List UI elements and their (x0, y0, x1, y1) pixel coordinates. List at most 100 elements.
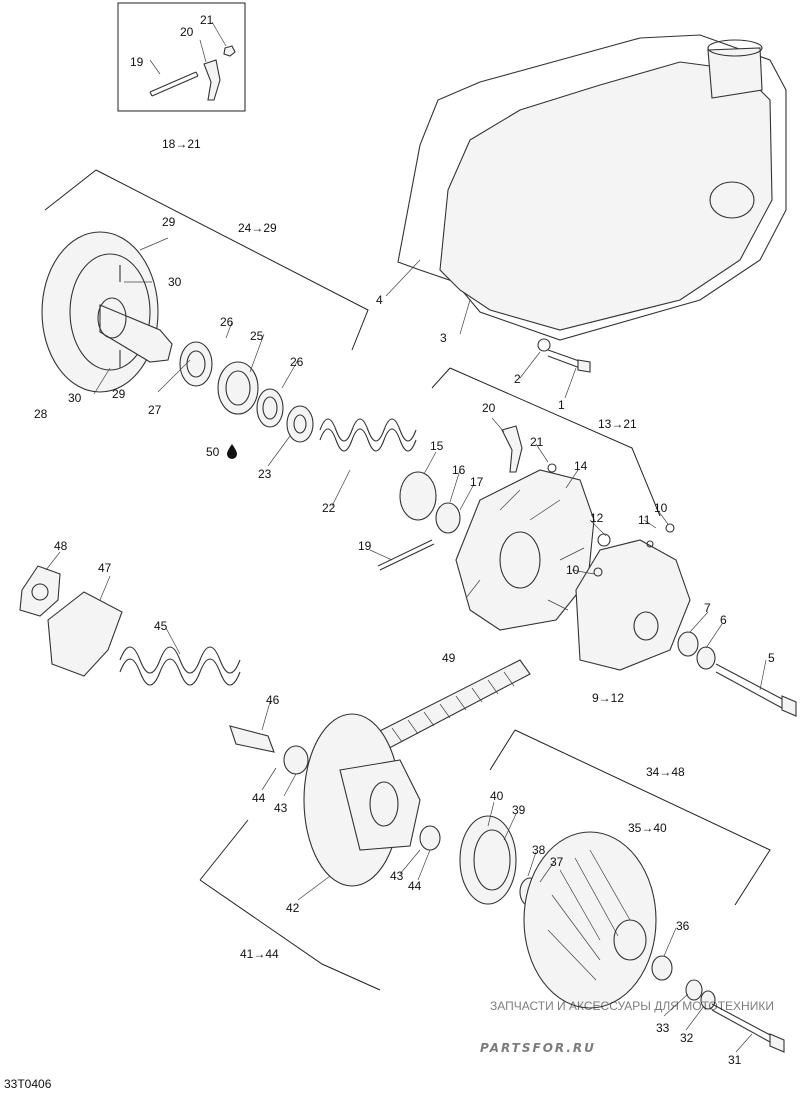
callout-21-top: 21 (200, 13, 214, 27)
part-spring-22 (319, 418, 417, 442)
group-bracket-24-29 (44, 169, 369, 351)
part-ring-23 (286, 405, 314, 443)
callout-25: 25 (250, 329, 264, 343)
callout-19-mid: 19 (358, 539, 372, 553)
callout-26a: 26 (220, 315, 234, 329)
part-washer-7 (677, 631, 699, 657)
group-box-18-21 (117, 2, 246, 112)
watermark-brand: PARTSFOR.RU (480, 1041, 596, 1055)
group-bracket-41-44 (199, 819, 381, 991)
part-bearing-27 (179, 341, 213, 387)
part-pin-top (149, 71, 199, 97)
callout-40: 40 (490, 789, 504, 803)
part-bearing-26b (256, 388, 284, 428)
part-nut-top (223, 45, 236, 57)
group-label-41-44: 41→44 (240, 947, 279, 961)
callout-4: 4 (376, 293, 383, 307)
callout-26b: 26 (290, 355, 304, 369)
callout-10b: 10 (566, 563, 580, 577)
callout-43b: 43 (390, 869, 404, 883)
part-washer-36 (651, 955, 673, 981)
callout-11: 11 (638, 513, 651, 527)
part-cover-gasket (397, 34, 787, 341)
group-bracket-13-21 (431, 367, 661, 517)
callout-7: 7 (704, 601, 711, 615)
callout-20-mid: 20 (482, 401, 496, 415)
part-spring-45 (119, 646, 241, 674)
callout-43a: 43 (274, 801, 288, 815)
part-cam-48 (19, 565, 61, 617)
callout-10a: 10 (654, 501, 668, 515)
part-lever-20-mid (501, 425, 523, 473)
watermark-tagline: ЗАПЧАСТИ И АКСЕССУАРЫ ДЛЯ МОТОТЕХНИКИ (490, 999, 774, 1013)
part-bushing-43b (419, 825, 441, 851)
callout-23: 23 (258, 467, 272, 481)
part-cam-39 (459, 815, 517, 905)
part-movable-secondary-sheave (523, 831, 657, 1009)
callout-29b: 29 (112, 387, 126, 401)
part-washer-33 (685, 979, 703, 1001)
callout-labels: 18→21 24→29 13→21 9→12 34→48 35→40 41→44… (4, 13, 775, 1091)
part-movable-sheave (455, 469, 595, 631)
callout-17: 17 (470, 475, 484, 489)
callout-28: 28 (34, 407, 48, 421)
callout-2: 2 (514, 372, 521, 386)
parts-artwork (19, 2, 797, 1053)
callout-30b: 30 (68, 391, 82, 405)
part-cam-47 (47, 591, 123, 677)
part-bolt-31 (711, 1003, 773, 1043)
callout-45: 45 (154, 619, 168, 633)
part-fixed-sheave-shaft (99, 304, 173, 363)
callout-29a: 29 (162, 215, 176, 229)
callout-1: 1 (558, 398, 565, 412)
callout-31: 31 (728, 1053, 742, 1067)
part-shaft-46 (229, 725, 275, 753)
callout-36: 36 (676, 919, 690, 933)
part-ring-16 (435, 502, 461, 534)
part-bushing-44 (283, 745, 309, 775)
group-label-34-48: 34→48 (646, 765, 685, 779)
callout-38: 38 (532, 843, 546, 857)
group-label-18-21: 18→21 (162, 137, 201, 151)
diagram-code: 33T0406 (4, 1077, 52, 1091)
part-cover-neck (707, 47, 763, 99)
callout-49: 49 (442, 651, 456, 665)
group-label-13-21: 13→21 (598, 417, 637, 431)
callout-42: 42 (286, 901, 300, 915)
callout-48: 48 (54, 539, 68, 553)
part-cover (439, 61, 773, 331)
part-washer-6 (696, 646, 716, 670)
callout-15: 15 (430, 439, 444, 453)
callout-21-mid: 21 (530, 435, 544, 449)
callout-14: 14 (574, 459, 588, 473)
part-governor-cup (575, 539, 691, 671)
drop-icon (227, 444, 237, 459)
callout-39: 39 (512, 803, 526, 817)
callout-3: 3 (440, 331, 447, 345)
group-label-24-29: 24→29 (238, 221, 277, 235)
part-bolt-5 (715, 663, 785, 709)
callout-27: 27 (148, 403, 162, 417)
callout-44b: 44 (408, 879, 422, 893)
part-sleeve-15 (399, 471, 437, 521)
callout-6: 6 (720, 613, 727, 627)
part-pin-mid (377, 539, 435, 571)
callout-12: 12 (590, 511, 604, 525)
callout-44a: 44 (252, 791, 266, 805)
callout-20-top: 20 (180, 25, 194, 39)
callout-33: 33 (656, 1021, 670, 1035)
group-label-9-12: 9→12 (592, 691, 624, 705)
callout-22: 22 (322, 501, 336, 515)
part-bushing-25 (217, 361, 259, 415)
part-washer-32 (700, 990, 716, 1010)
part-lever-top (203, 59, 221, 101)
callout-5: 5 (768, 651, 775, 665)
watermark: ЗАПЧАСТИ И АКСЕССУАРЫ ДЛЯ МОТОТЕХНИКИ PA… (480, 999, 774, 1055)
callout-19-top: 19 (130, 55, 144, 69)
callout-47: 47 (98, 561, 112, 575)
callout-46: 46 (266, 693, 280, 707)
callout-32: 32 (680, 1031, 694, 1045)
callout-16: 16 (452, 463, 466, 477)
group-bracket-34-48 (489, 729, 771, 906)
